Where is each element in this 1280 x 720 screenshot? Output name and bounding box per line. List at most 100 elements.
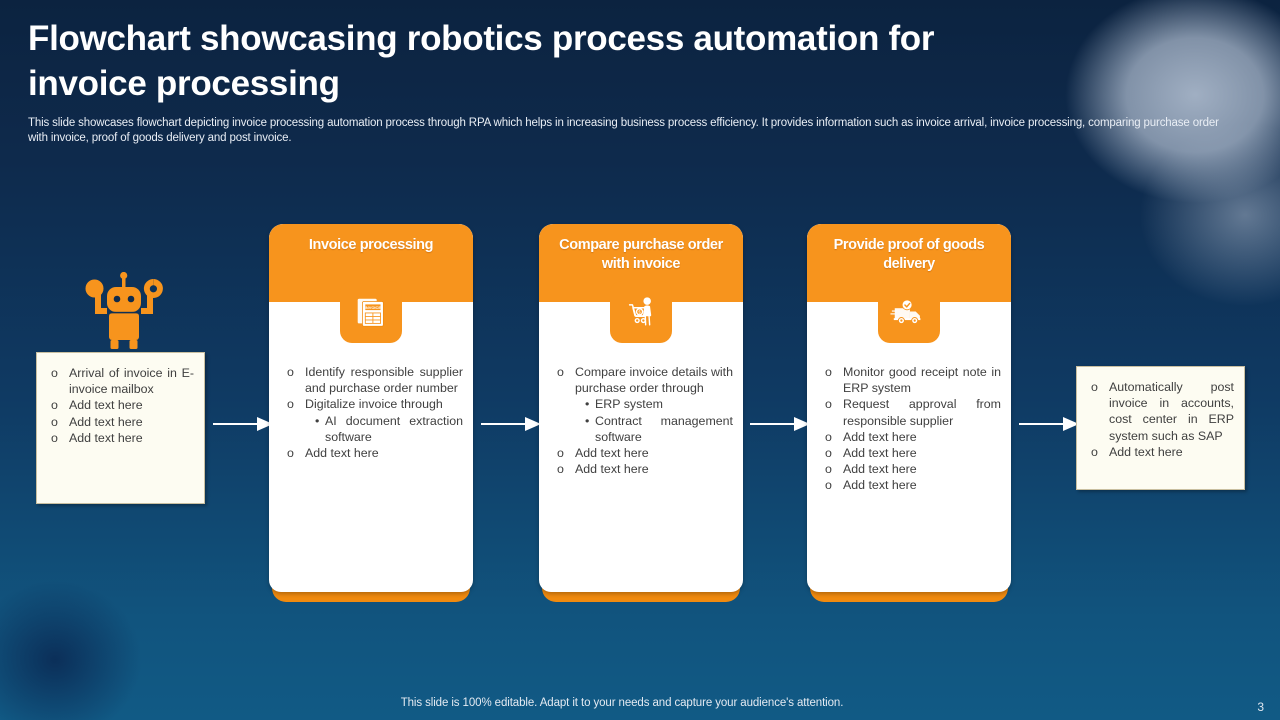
arrow-shaft <box>213 423 259 425</box>
arrow-shaft <box>1019 423 1065 425</box>
bullet-marker: o <box>51 430 58 445</box>
bullet-marker: o <box>51 398 58 413</box>
card-content-list: o Identify responsible supplier and purch… <box>269 364 473 461</box>
list-item-text: Add text here <box>69 398 143 413</box>
list-item-text: Request approval from responsible suppli… <box>843 397 1001 428</box>
invoice-document-icon: INVOICE <box>340 281 402 343</box>
stage-card-compare-purchase-order[interactable]: Compare purchase order with invoice <box>539 224 743 602</box>
delivery-truck-check-icon <box>878 281 940 343</box>
bullet-marker: o <box>557 462 564 477</box>
list-item: o Add text here <box>553 461 733 477</box>
sub-bullet-marker: • <box>315 413 320 428</box>
arrow-head <box>794 417 810 431</box>
list-item-text: Digitalize invoice through <box>305 397 443 412</box>
bullet-marker: o <box>287 397 294 412</box>
page-subtitle: This slide showcases flowchart depicting… <box>28 117 1219 144</box>
arrow-right-icon <box>213 417 273 431</box>
page-title: Flowchart showcasing robotics process au… <box>28 19 935 103</box>
arrow-shaft <box>481 423 527 425</box>
card-title: Invoice processing <box>308 237 434 253</box>
sub-list-item-text: AI document extraction software <box>325 413 463 444</box>
list-item-text: Identify responsible supplier and purcha… <box>305 365 463 396</box>
bullet-marker: o <box>825 478 832 493</box>
stage-card-invoice-processing[interactable]: Invoice processing INVOICE <box>269 224 473 602</box>
arrow-right-icon <box>750 417 810 431</box>
list-item-text: Add text here <box>305 446 379 461</box>
bullet-marker: o <box>557 365 564 379</box>
list-item-text: Add text here <box>69 430 143 445</box>
list-item: o Add text here <box>553 445 733 461</box>
list-item: o Add text here <box>43 397 194 413</box>
card-header: Provide proof of goods delivery <box>807 224 1011 302</box>
list-item: o Digitalize invoice through • AI document… <box>283 396 463 445</box>
sub-bullet-marker: • <box>585 397 590 412</box>
card-body: Provide proof of goods delivery <box>807 224 1011 592</box>
list-item-text: Add text here <box>843 429 917 444</box>
list-item-text: Arrival of invoice in E-invoice mailbox <box>69 366 194 397</box>
robot-icon <box>74 271 174 354</box>
list-item-text: Add text here <box>575 446 649 461</box>
post-invoice-box: o Automatically post invoice in accounts,… <box>1076 366 1245 490</box>
sub-list-item-text: Contract management software <box>595 413 733 444</box>
list-item: o Add text here <box>821 429 1001 445</box>
bullet-marker: o <box>1091 380 1098 394</box>
sub-list-item-text: ERP system <box>595 397 663 412</box>
list-item-text: Monitor good receipt note in ERP system <box>843 365 1001 396</box>
flow-diagram: o Arrival of invoice in E-invoice mailbox… <box>0 210 1280 630</box>
card-title: Provide proof of goods delivery <box>833 237 985 272</box>
bullet-marker: o <box>287 365 294 379</box>
arrow-head <box>1063 417 1079 431</box>
card-body: Compare purchase order with invoice <box>539 224 743 592</box>
bullet-marker: o <box>287 446 294 461</box>
list-item: o Automatically post invoice in accounts,… <box>1083 379 1234 444</box>
arrow-shaft <box>750 423 796 425</box>
stage-card-proof-of-goods-delivery[interactable]: Provide proof of goods delivery <box>807 224 1011 602</box>
slide-header: Flowchart showcasing robotics process au… <box>28 16 1258 146</box>
bullet-marker: o <box>557 446 564 461</box>
list-item: o Arrival of invoice in E-invoice mailbox <box>43 365 194 397</box>
invoice-arrival-box: o Arrival of invoice in E-invoice mailbox… <box>36 352 205 504</box>
list-item-text: Add text here <box>843 478 917 493</box>
list-item: o Request approval from responsible suppl… <box>821 396 1001 428</box>
list-item-text: Add text here <box>575 462 649 477</box>
sub-list: • ERP system • Contract management softwar… <box>585 396 733 445</box>
arrow-right-icon <box>1019 417 1079 431</box>
svg-text:INVOICE: INVOICE <box>365 305 382 310</box>
arrow-right-icon <box>481 417 541 431</box>
bullet-marker: o <box>1091 444 1098 459</box>
bullet-marker: o <box>825 462 832 477</box>
card-title: Compare purchase order with invoice <box>559 237 723 272</box>
list-item-text: Add text here <box>1109 444 1183 459</box>
page-number: 3 <box>1257 700 1264 714</box>
list-item: o Add text here <box>821 461 1001 477</box>
card-body: Invoice processing INVOICE <box>269 224 473 592</box>
list-item-text: Add text here <box>843 462 917 477</box>
footer-note: This slide is 100% editable. Adapt it to… <box>400 697 844 709</box>
list-item-text: Add text here <box>69 414 143 429</box>
bullet-marker: o <box>825 446 832 461</box>
sub-list: • AI document extraction software <box>315 413 463 445</box>
list-item: o Identify responsible supplier and purch… <box>283 364 463 396</box>
arrow-head <box>525 417 541 431</box>
sub-list-item: • AI document extraction software <box>315 413 463 445</box>
bullet-marker: o <box>825 397 832 412</box>
sub-bullet-marker: • <box>585 413 590 428</box>
bullet-marker: o <box>51 366 58 380</box>
list-item-text: Automatically post invoice in accounts, … <box>1109 380 1234 443</box>
sub-list-item: • Contract management software <box>585 413 733 445</box>
list-item: o Add text here <box>821 445 1001 461</box>
list-item: o Add text here <box>43 430 194 446</box>
list-item-text: Add text here <box>843 446 917 461</box>
svg-text:$: $ <box>638 309 641 314</box>
bullet-marker: o <box>825 429 832 444</box>
list-item: o Add text here <box>1083 444 1234 460</box>
list-item: o Add text here <box>821 477 1001 493</box>
post-invoice-list: o Automatically post invoice in accounts,… <box>1077 367 1244 460</box>
sub-list-item: • ERP system <box>585 396 733 412</box>
